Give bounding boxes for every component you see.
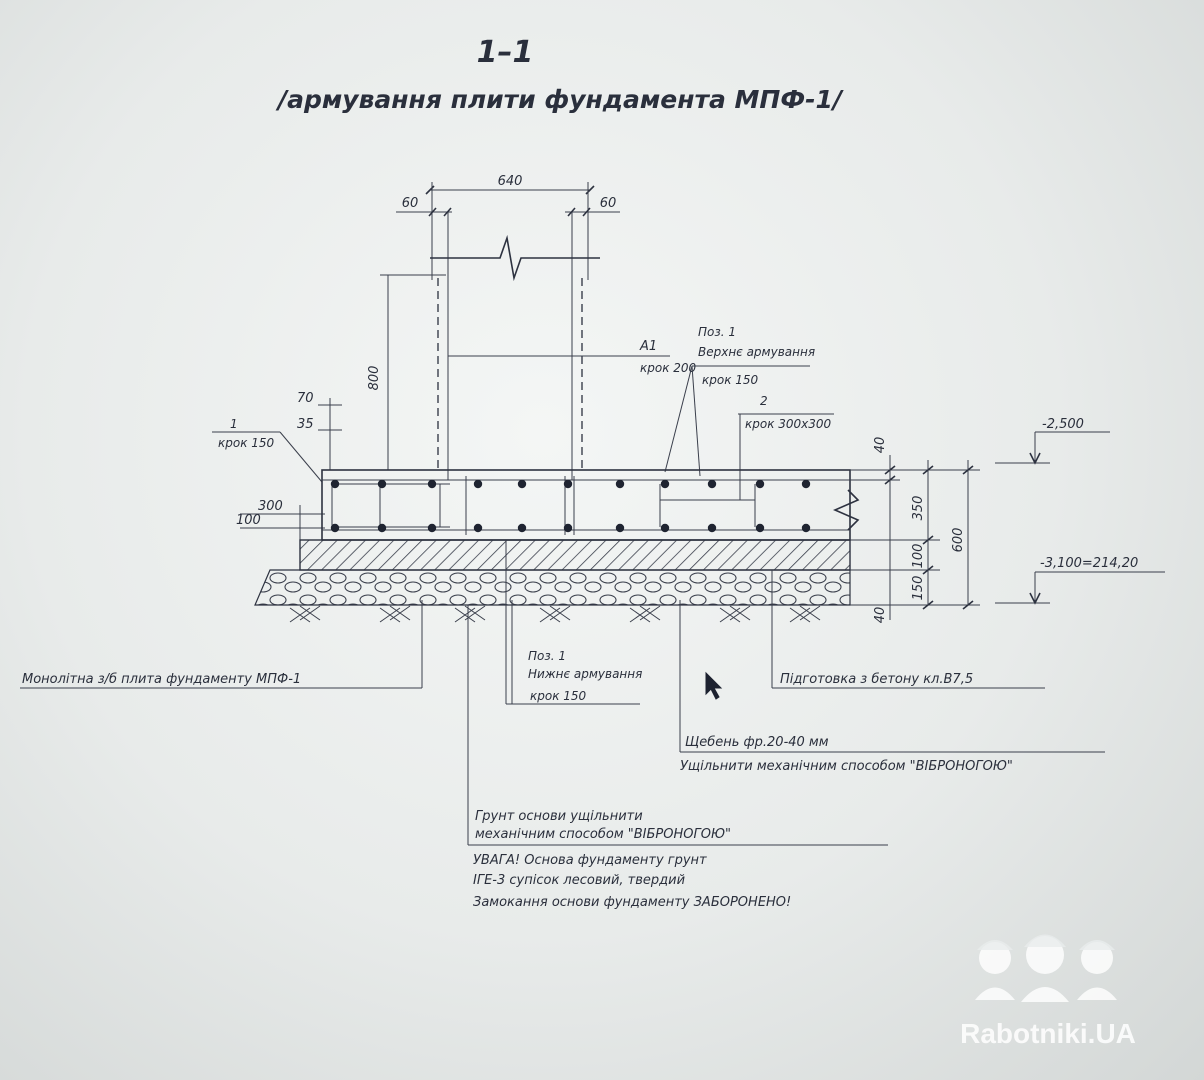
note-ground-1: Грунт основи ущільнити [475, 809, 643, 824]
level-bottom: -3,100=214,20 [1040, 556, 1138, 571]
callout-left-step: крок 150 [218, 436, 275, 450]
callout-pos1-step: крок 150 [702, 373, 759, 387]
dim-60-right: 60 [600, 196, 617, 211]
gravel-layer [254, 569, 851, 606]
wall-stub: 800 [367, 274, 583, 470]
rebar-dot [801, 523, 811, 533]
callout-pos2-step: крок 300х300 [745, 417, 832, 431]
rebar-dot [615, 523, 625, 533]
dim-800: 800 [367, 366, 382, 391]
callout-a1-name: А1 [639, 339, 657, 354]
ground-mark [379, 605, 411, 623]
rebar-dot [330, 523, 340, 533]
dim-40-top: 40 [873, 437, 888, 454]
dim-100-right: 100 [911, 544, 926, 569]
callout-pos2-name: 2 [760, 394, 768, 408]
rebar-dot [517, 523, 527, 533]
rebar-dot [801, 479, 811, 489]
rebar-dot [427, 523, 437, 533]
foundation-slab [321, 469, 860, 541]
dim-100: 100 [236, 513, 261, 528]
note-monolith: Монолітна з/б плита фундаменту МПФ-1 [22, 672, 301, 687]
dim-60-left: 60 [402, 196, 419, 211]
dim-300: 300 [258, 499, 283, 514]
ground-mark [454, 605, 486, 623]
rebar-dot [473, 479, 483, 489]
rebar-dot [563, 523, 573, 533]
drawing-subtitle: /армування плити фундамента МПФ-1/ [275, 85, 844, 114]
rebar-dot [707, 479, 717, 489]
dim-70: 70 [297, 391, 314, 406]
ground-mark [539, 605, 571, 623]
callout-pos1-name: Поз. 1 [698, 325, 736, 339]
note-compact: Ущільнити механічним способом "ВІБРОНОГО… [680, 759, 1013, 774]
rebar-dot [660, 479, 670, 489]
callout-pos1-desc: Верхнє армування [698, 345, 815, 359]
level-top: -2,500 [1042, 417, 1084, 432]
ground-mark [629, 605, 661, 623]
drawing-title: 1–1 [477, 35, 534, 70]
dim-150: 150 [911, 576, 926, 601]
note-prep: Підготовка з бетону кл.В7,5 [780, 672, 973, 687]
dim-35: 35 [297, 417, 314, 432]
rebar-dot [563, 479, 573, 489]
rebar-dot [427, 479, 437, 489]
rebar-dot [377, 523, 387, 533]
rebar-dot [473, 523, 483, 533]
workers-helmet-icon [975, 934, 1117, 1002]
ground-mark [719, 605, 751, 623]
ground-marks [289, 605, 821, 623]
mouse-cursor-icon [705, 671, 723, 700]
callout-left-name: 1 [230, 417, 238, 431]
note-warning-2: ІГЕ-3 супісок лесовий, твердий [473, 873, 685, 888]
callout-pos1-upper: Поз. 1 Верхнє армування крок 150 [664, 325, 815, 477]
left-dimensions: 70 35 1 крок 150 300 100 [212, 391, 342, 540]
ground-mark [789, 605, 821, 623]
dim-40-bottom: 40 [873, 607, 888, 624]
rebar-dot [517, 479, 527, 489]
callout-a1: А1 крок 200 [448, 339, 697, 375]
dim-640: 640 [498, 174, 523, 189]
watermark-text: Rabotniki.UA [960, 1018, 1136, 1049]
rebar-dot [660, 523, 670, 533]
note-leaders [20, 540, 1105, 846]
right-dimensions: 40 350 600 100 150 40 [850, 437, 980, 624]
dim-600: 600 [951, 528, 966, 553]
callout-a1-step: крок 200 [640, 361, 697, 375]
callout-low-desc: Нижнє армування [528, 667, 642, 681]
top-dimensions: 640 60 60 [396, 174, 620, 480]
callout-low-step: крок 150 [530, 689, 587, 703]
rebar-dot [707, 523, 717, 533]
callout-pos2: 2 крок 300х300 [738, 394, 834, 500]
dim-350: 350 [911, 496, 926, 521]
level-marks: -2,500 -3,100=214,20 [995, 417, 1165, 605]
rebar-dot [755, 523, 765, 533]
ground-mark [289, 605, 321, 623]
rebar-dot [755, 479, 765, 489]
concrete-prep-layer [299, 539, 851, 571]
note-gravel: Щебень фр.20-40 мм [685, 735, 829, 750]
rebar-dot [615, 479, 625, 489]
note-ground-2: механічним способом "ВІБРОНОГОЮ" [475, 827, 731, 842]
note-warning-1: УВАГА! Основа фундаменту грунт [473, 853, 707, 868]
note-warning-3: Замокання основи фундаменту ЗАБОРОНЕНО! [473, 895, 791, 910]
callout-low-name: Поз. 1 [528, 649, 566, 663]
rebar-dot [330, 479, 340, 489]
rebar-dot [377, 479, 387, 489]
rebar-dots [330, 479, 811, 533]
